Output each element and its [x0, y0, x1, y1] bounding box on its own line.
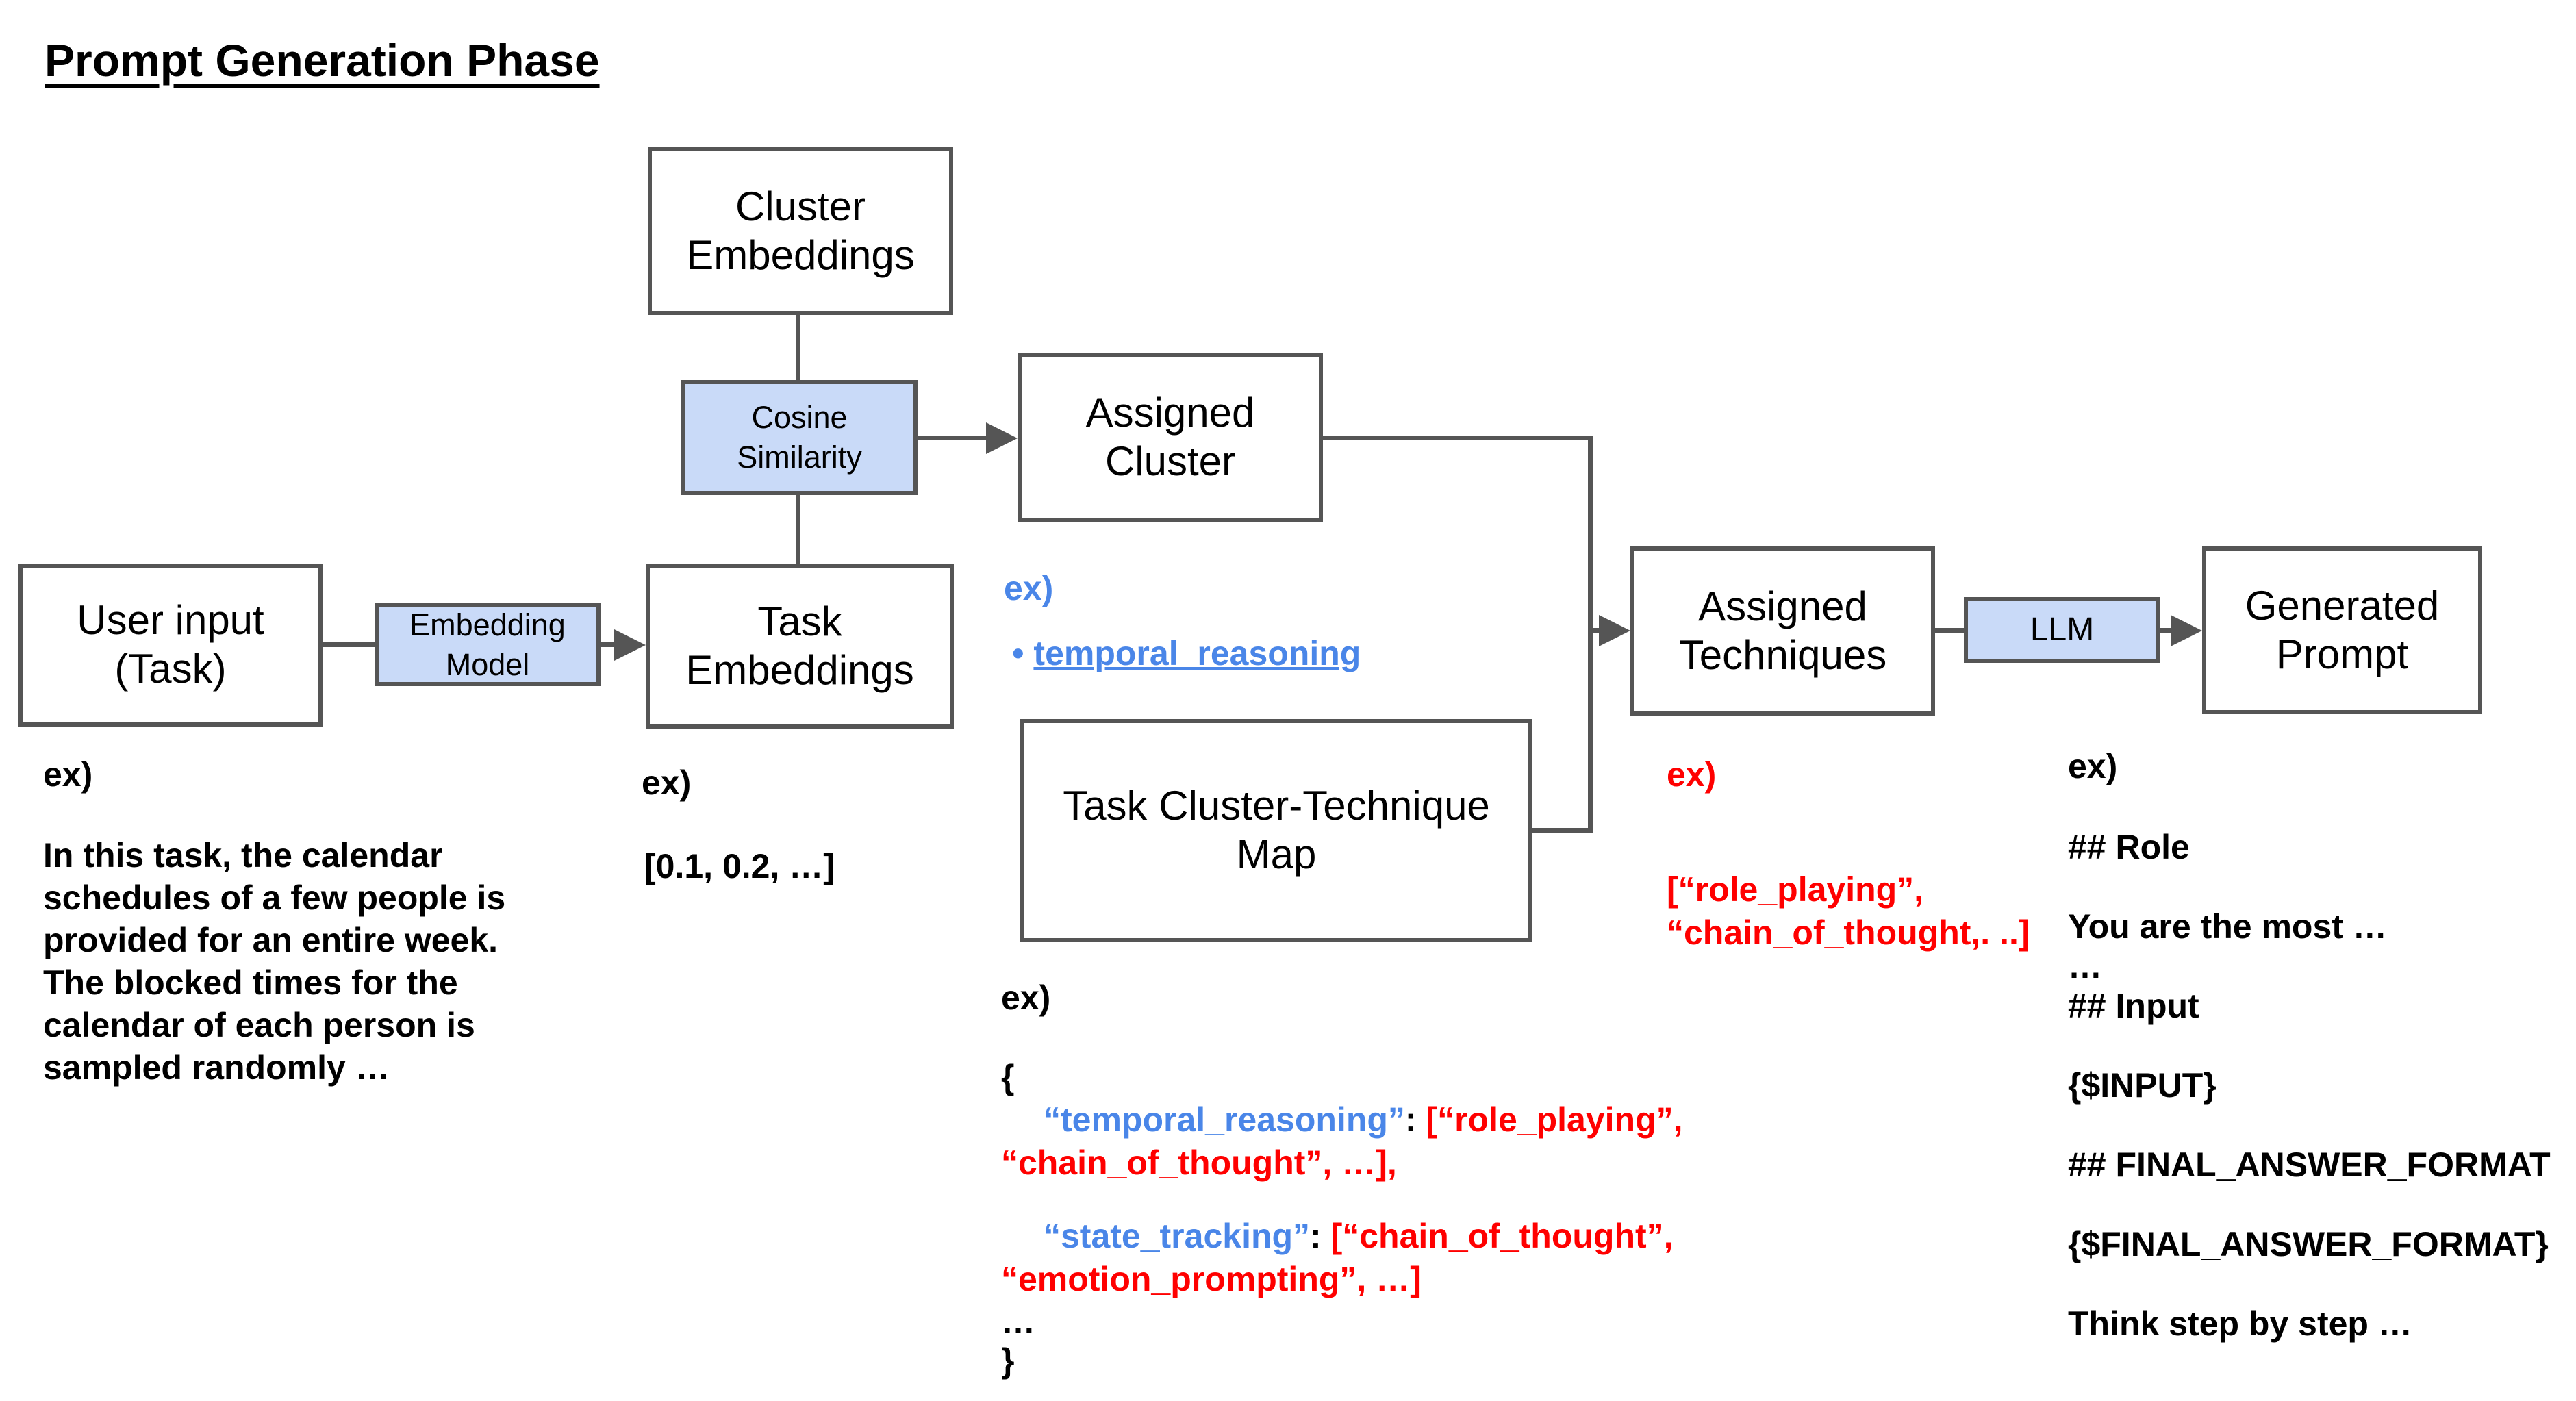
connector-assigned-cluster-to-junction — [1323, 436, 1593, 440]
page-title: Prompt Generation Phase — [45, 35, 600, 86]
example-label-assigned-techniques: ex) — [1667, 755, 1717, 794]
connector-user-input-to-embedding-model — [322, 642, 375, 647]
example-label-assigned-cluster: ex) — [1004, 569, 1054, 607]
arrowhead-to-generated-prompt — [2171, 615, 2202, 646]
connector-junction-to-assigned-techniques — [1593, 628, 1601, 633]
map-key-temporal-reasoning: “temporal_reasoning” — [1044, 1100, 1405, 1139]
node-generated-prompt: Generated Prompt — [2202, 546, 2482, 714]
node-llm: LLM — [1964, 597, 2160, 663]
map-colon: : — [1310, 1217, 1331, 1255]
connector-map-to-junction — [1532, 828, 1593, 833]
map-value-temporal-reasoning: [“role_playing”, — [1426, 1100, 1683, 1139]
connector-assigned-techniques-to-llm — [1935, 628, 1964, 633]
connector-junction-vertical — [1588, 436, 1593, 833]
map-open-brace: { — [1001, 1058, 1015, 1096]
map-ellipsis: … — [1001, 1302, 1035, 1341]
example-label-task-embeddings: ex) — [642, 763, 692, 802]
connector-cosine-to-task-embeddings — [796, 495, 800, 564]
connector-llm-to-generated-prompt — [2160, 628, 2173, 633]
node-assigned-cluster: Assigned Cluster — [1018, 353, 1323, 522]
map-close-brace: } — [1001, 1341, 1015, 1380]
example-label-generated-prompt: ex) — [2068, 747, 2118, 785]
map-value-temporal-reasoning-cont: “chain_of_thought”, …], — [1001, 1144, 1397, 1182]
node-assigned-techniques: Assigned Techniques — [1630, 546, 1935, 716]
bullet-icon: • — [1012, 634, 1024, 672]
example-assigned-techniques-list: [“role_playing”, “chain_of_thought,. ..] — [1667, 870, 2030, 952]
temporal-reasoning-link[interactable]: temporal_reasoning — [1033, 634, 1361, 672]
arrowhead-to-task-embeddings — [614, 629, 646, 661]
arrowhead-to-assigned-cluster — [986, 422, 1018, 454]
connector-cosine-to-assigned-cluster — [918, 436, 986, 440]
node-user-input: User input (Task) — [18, 564, 323, 727]
assigned-cluster-example-line: • temporal_reasoning — [1012, 633, 1361, 673]
example-label-map: ex) — [1001, 979, 1051, 1017]
map-key-state-tracking: “state_tracking” — [1044, 1217, 1311, 1255]
example-label-user-input: ex) — [43, 755, 93, 794]
map-value-state-tracking-cont: “emotion_prompting”, …] — [1001, 1260, 1422, 1298]
node-task-embeddings: Task Embeddings — [646, 564, 954, 729]
example-task-embedding-vector: [0.1, 0.2, …] — [644, 847, 835, 885]
connector-cluster-embeddings-to-cosine — [796, 315, 800, 380]
example-generated-prompt-text: ## Role You are the most … … ## Input {$… — [2068, 828, 2551, 1343]
node-task-cluster-technique-map: Task Cluster-Technique Map — [1020, 719, 1532, 942]
map-entry-temporal-reasoning: “temporal_reasoning”: [“role_playing”, — [1001, 1102, 1683, 1137]
map-colon: : — [1404, 1100, 1426, 1139]
example-user-input-text: In this task, the calendar schedules of … — [43, 836, 506, 1087]
connector-embedding-model-to-task-embeddings — [601, 642, 618, 647]
map-value-state-tracking: [“chain_of_thought”, — [1330, 1217, 1674, 1255]
arrowhead-to-assigned-techniques — [1599, 615, 1630, 646]
map-entry-state-tracking: “state_tracking”: [“chain_of_thought”, — [1001, 1219, 1674, 1253]
node-cluster-embeddings: Cluster Embeddings — [648, 147, 953, 315]
node-cosine-similarity: Cosine Similarity — [681, 380, 918, 495]
node-embedding-model: Embedding Model — [375, 603, 601, 686]
